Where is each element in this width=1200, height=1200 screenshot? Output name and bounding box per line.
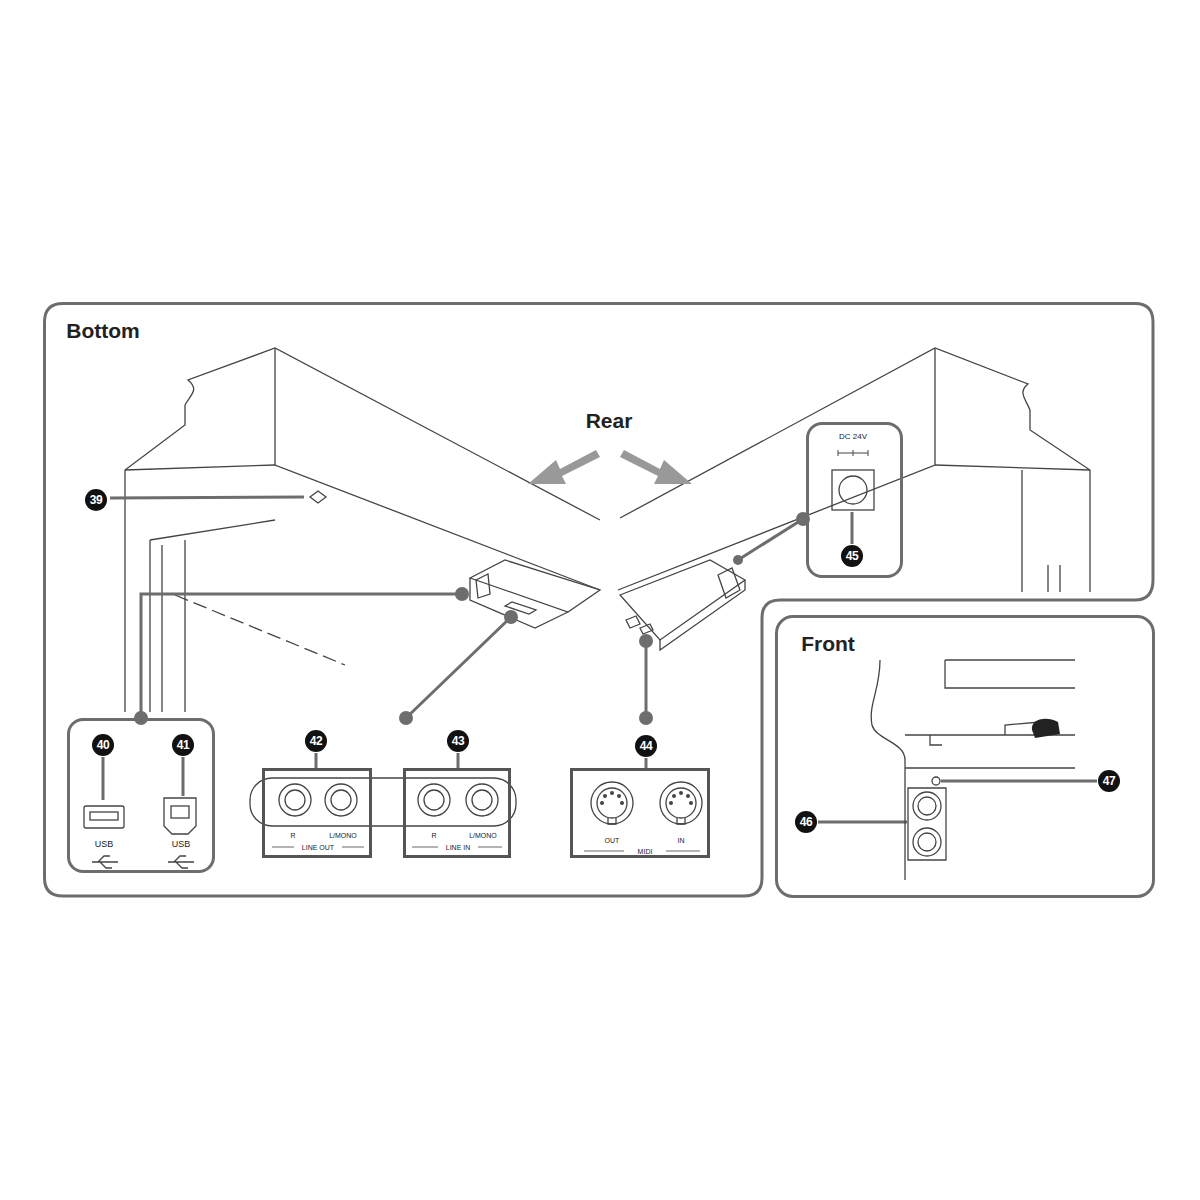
- connector-label: IN: [678, 837, 685, 844]
- leader-dots: [134, 512, 810, 725]
- rear-arrows: [528, 450, 692, 484]
- connector-label: OUT: [605, 837, 620, 844]
- callout-number: 42: [305, 730, 327, 752]
- connector-label: R: [290, 832, 295, 839]
- connector-label: MIDI: [638, 848, 653, 855]
- connector-label: R: [431, 832, 436, 839]
- connector-label: LINE OUT: [302, 844, 334, 851]
- line-out-box: R L/MONO LINE OUT: [262, 768, 372, 858]
- callout-number: 47: [1098, 770, 1120, 792]
- callout-number: 44: [635, 735, 657, 757]
- bottom-panel-outline: [43, 302, 1155, 898]
- midi-box: OUT IN MIDI: [570, 768, 710, 858]
- front-knob: [1032, 719, 1060, 738]
- piano-cabinet: [125, 348, 1090, 712]
- midi-sockets: [584, 782, 702, 851]
- connector-label: USB: [172, 840, 191, 849]
- panel-heading: Front: [801, 633, 855, 654]
- callout-number: 46: [795, 811, 817, 833]
- direction-label: Rear: [586, 410, 633, 431]
- line-jacks: [250, 778, 516, 847]
- front-piano: [871, 660, 1075, 880]
- callout-number: 43: [447, 730, 469, 752]
- midi-pins: [600, 791, 693, 805]
- connector-label: LINE IN: [446, 844, 471, 851]
- connector-label: DC 24V: [839, 433, 867, 441]
- connector-label: USB: [95, 840, 114, 849]
- line-in-box: R L/MONO LINE IN: [403, 768, 511, 858]
- bottom-panel: Bottom DC 24V USB USB R L/MONO LINE OUT R L/MONO…: [43, 302, 1155, 898]
- callout-number: 45: [841, 545, 863, 567]
- bottom-panel-border: [45, 304, 1154, 897]
- dc-jack: [832, 450, 874, 510]
- usb-ports: [84, 798, 196, 868]
- callout-number: 41: [172, 734, 194, 756]
- callout-number: 39: [85, 489, 107, 511]
- leader-lines: [103, 497, 1097, 822]
- connector-label: L/MONO: [329, 832, 357, 839]
- callout-number: 40: [92, 734, 114, 756]
- panel-heading: Bottom: [66, 320, 139, 341]
- front-panel: Front: [775, 615, 1155, 898]
- connector-label: L/MONO: [469, 832, 497, 839]
